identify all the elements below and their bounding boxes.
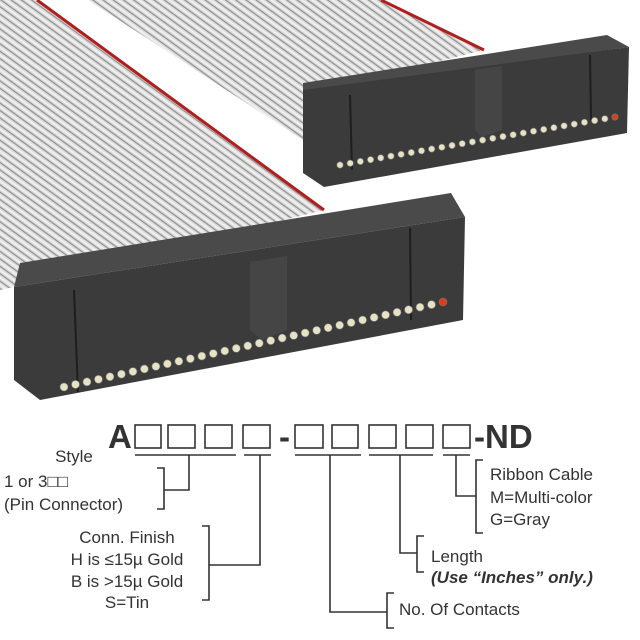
upper-pin-row [336,113,619,169]
contact-pin [346,159,354,167]
length-note: (Use “Inches” only.) [431,568,593,587]
contact-pin [540,125,548,133]
cable-title: Ribbon Cable [490,465,593,484]
contact-pin [186,354,195,363]
contact-pin [367,156,375,164]
contact-pin [387,152,395,160]
product-illustration [0,0,629,400]
contact-pin [570,120,578,128]
length-label: Length (Use “Inches” only.) [431,547,593,587]
finish-b: B is >15µ Gold [71,572,183,591]
contact-pin [266,336,276,345]
contact-pin [415,302,425,312]
contact-pin [591,117,599,125]
contact-pin [356,157,364,165]
length-title: Length [431,547,483,566]
cable-multicolor: M=Multi-color [490,488,593,507]
contact-pin [417,147,425,155]
contact-pin [560,122,568,130]
contact-pin [312,326,321,335]
contact-pin [277,333,287,343]
contact-pin [254,338,264,348]
contact-pin [335,320,344,330]
contact-pin [243,341,253,351]
contact-pin [59,382,69,392]
finish-h: H is ≤15µ Gold [71,550,184,569]
part-number-boxes-group2 [294,424,471,449]
contact-pin [174,356,184,366]
finish-label: Conn. Finish H is ≤15µ Gold B is >15µ Go… [71,528,184,612]
style-title: Style [55,447,93,466]
contact-pin [479,136,487,144]
contact-pin [71,380,80,389]
contact-pin [397,150,405,158]
contact-pin [458,140,466,148]
cable-gray: G=Gray [490,510,550,529]
contact-pin [509,131,517,139]
lower-cable-red-stripe [36,0,325,212]
contact-pin [427,300,436,309]
contacts-label: No. Of Contacts [399,600,520,619]
contact-pin [499,133,507,141]
contact-pin [209,349,218,358]
contact-pin [468,138,476,146]
contact-pin [580,118,588,126]
contact-pin [231,344,241,353]
contact-pin [381,310,390,320]
contact-pin [94,374,103,384]
contact-pin [151,362,161,371]
cable-label: Ribbon Cable M=Multi-color G=Gray [490,465,593,529]
style-label: Style 1 or 3□□ (Pin Connector) [4,447,123,514]
part-number: A - -ND [108,418,533,455]
contact-pin [105,372,115,381]
contact-pin [220,346,230,356]
upper-ribbon-cable [88,0,484,140]
contact-pin [489,134,497,142]
contact-pin [392,308,402,317]
finish-title: Conn. Finish [79,528,174,547]
style-option: 1 or 3□□ [4,472,68,491]
contact-pin [117,369,126,379]
contact-pin [428,145,436,153]
part-number-separator: - [279,418,290,455]
lower-idc-connector [14,193,465,400]
contact-pin [128,367,138,376]
contact-pin [82,377,92,387]
contact-pin [346,318,356,327]
lower-ribbon-cable [0,0,324,290]
contact-pin [289,331,298,340]
contact-pin [530,127,538,135]
upper-cable-red-stripe [380,0,485,52]
part-number-prefix: A [108,418,132,455]
contact-pin [323,323,333,333]
lower-pin-row [59,297,448,392]
part-number-suffix: -ND [474,418,533,455]
contact-pin [407,149,415,157]
style-note: (Pin Connector) [4,495,123,514]
contact-pin [377,154,385,162]
contact-pin [519,129,527,137]
contact-pin [448,141,456,149]
contact-pin [300,328,310,338]
upper-idc-connector [303,35,629,187]
part-number-boxes-group1 [134,424,271,449]
pin-1-marker [438,297,448,307]
contact-pin [163,359,172,369]
contact-pin [358,315,367,325]
contact-pin [369,313,379,322]
contact-pin [550,124,558,132]
leader-lines [135,454,483,629]
contact-pin [197,351,207,361]
finish-s: S=Tin [105,593,149,612]
contact-pin [336,161,344,169]
pin-1-marker [611,113,619,121]
contact-pin [438,143,446,151]
contact-pin [404,305,413,315]
contact-pin [140,364,149,374]
contact-pin [601,115,609,123]
